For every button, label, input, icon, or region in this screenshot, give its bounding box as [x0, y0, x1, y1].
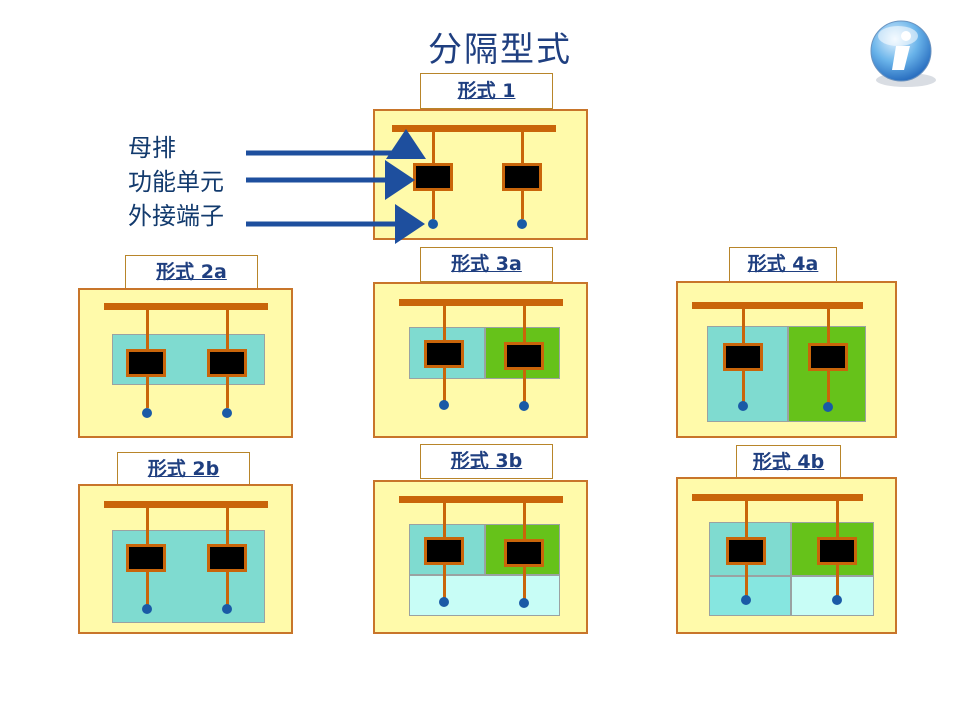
functional-unit: [726, 537, 766, 565]
busbar: [392, 125, 556, 132]
functional-unit: [126, 544, 166, 572]
connector: [443, 368, 446, 402]
connector: [745, 501, 748, 539]
connector: [742, 309, 745, 345]
functional-unit: [207, 349, 247, 377]
connector: [443, 503, 446, 539]
functional-unit: [504, 342, 544, 370]
busbar: [399, 496, 563, 503]
terminal: [439, 400, 449, 410]
connector: [432, 132, 435, 165]
connector: [521, 189, 524, 219]
form-2a-panel: [78, 288, 293, 438]
info-icon[interactable]: [868, 18, 938, 90]
terminal: [519, 598, 529, 608]
terminal: [823, 402, 833, 412]
form-3a-panel: [373, 282, 588, 438]
form-1-label: 形式 1: [420, 73, 553, 109]
connector: [827, 309, 830, 345]
connector: [226, 572, 229, 606]
functional-unit: [723, 343, 763, 371]
legend-item-functional-unit: 功能单元: [128, 168, 224, 196]
functional-unit: [424, 537, 464, 565]
form-3a-label: 形式 3a: [420, 247, 553, 282]
connector: [226, 376, 229, 408]
connector: [745, 565, 748, 597]
connector: [443, 565, 446, 600]
connector: [523, 306, 526, 342]
connector: [146, 376, 149, 408]
connector: [836, 501, 839, 539]
terminal: [738, 401, 748, 411]
form-2b-panel: [78, 484, 293, 634]
connector: [523, 503, 526, 541]
busbar: [399, 299, 563, 306]
functional-unit: [808, 343, 848, 371]
connector: [836, 565, 839, 597]
terminal: [832, 595, 842, 605]
form-4b-panel: [676, 477, 897, 634]
form-2a-label: 形式 2a: [125, 255, 258, 289]
form-3b-panel: [373, 480, 588, 634]
busbar: [104, 303, 268, 310]
terminal: [142, 408, 152, 418]
terminal-compartment: [409, 575, 560, 616]
terminal: [517, 219, 527, 229]
form-4a-panel: [676, 281, 897, 438]
terminal: [439, 597, 449, 607]
form-4b-label: 形式 4b: [736, 445, 841, 480]
connector: [146, 508, 149, 546]
terminal: [142, 604, 152, 614]
connector: [226, 508, 229, 546]
busbar: [692, 494, 863, 501]
functional-unit: [126, 349, 166, 377]
connector: [523, 567, 526, 600]
terminal: [222, 604, 232, 614]
connector: [521, 132, 524, 165]
connector: [146, 310, 149, 350]
form-3b-label: 形式 3b: [420, 444, 553, 479]
functional-unit: [424, 340, 464, 368]
connector: [523, 370, 526, 402]
form-2b-label: 形式 2b: [117, 452, 250, 486]
terminal: [222, 408, 232, 418]
connector: [742, 371, 745, 405]
terminal: [519, 401, 529, 411]
legend-item-busbar: 母排: [128, 134, 176, 162]
connector: [443, 306, 446, 342]
functional-unit: [207, 544, 247, 572]
form-4a-label: 形式 4a: [729, 247, 837, 282]
terminal: [428, 219, 438, 229]
connector: [226, 310, 229, 350]
connector: [432, 189, 435, 219]
terminal: [741, 595, 751, 605]
arrow-to-busbar: [246, 129, 426, 159]
busbar: [692, 302, 863, 309]
legend-item-external-terminal: 外接端子: [128, 202, 224, 230]
functional-unit: [817, 537, 857, 565]
page-title: 分隔型式: [428, 30, 572, 70]
connector: [827, 371, 830, 405]
busbar: [104, 501, 268, 508]
functional-unit: [504, 539, 544, 567]
connector: [146, 572, 149, 606]
